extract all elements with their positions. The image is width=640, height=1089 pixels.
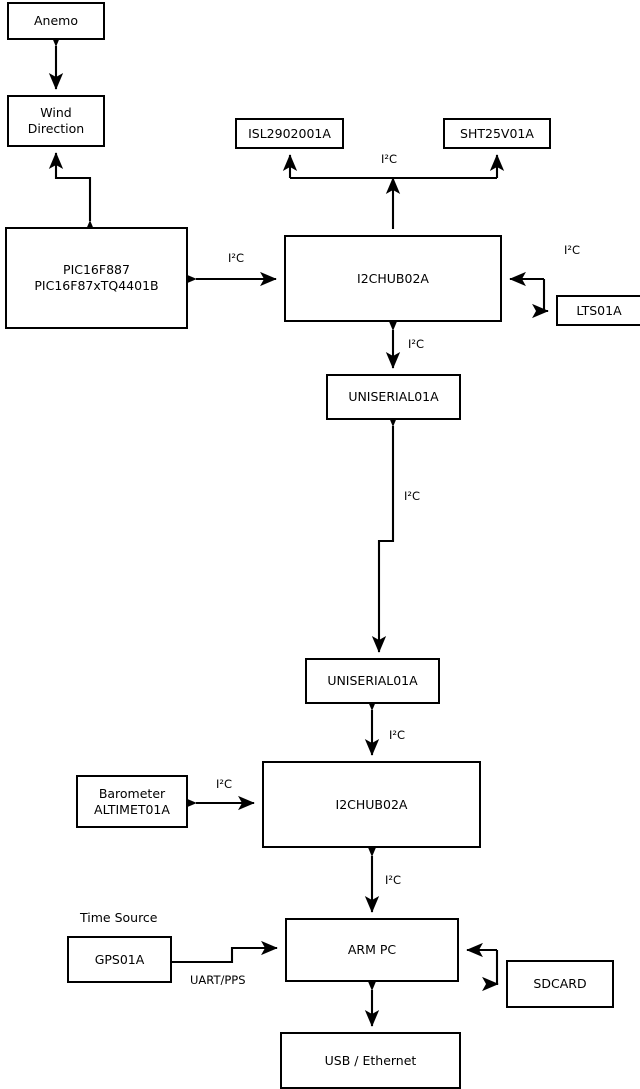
node-barometer-altimet01a[interactable]: Barometer ALTIMET01A [76, 775, 188, 828]
node-pic-microcontroller[interactable]: PIC16F887 PIC16F87xTQ4401B [5, 227, 188, 329]
node-gps01a-label: GPS01A [94, 951, 145, 967]
node-i2chub02a-bottom[interactable]: I2CHUB02A [262, 761, 481, 848]
edge-label-hub2-armpc: I²C [385, 873, 402, 887]
node-arm-pc[interactable]: ARM PC [285, 918, 459, 982]
wire-pic-winddir [48, 152, 98, 237]
edge-label-hub-lts: I²C [564, 243, 581, 257]
node-sdcard-label: SDCARD [533, 976, 587, 991]
node-uniserial01a-lower-label: UNISERIAL01A [327, 673, 418, 688]
node-anemo-label: Anemo [34, 13, 78, 28]
edge-label-gps-armpc: UART/PPS [190, 973, 246, 987]
node-usb-ethernet-label: USB / Ethernet [324, 1052, 417, 1068]
node-barometer-altimet01a-label: Barometer ALTIMET01A [94, 785, 170, 817]
node-i2chub02a-top-label: I2CHUB02A [357, 270, 429, 286]
node-i2chub02a-top[interactable]: I2CHUB02A [284, 235, 502, 322]
wire-gps-armpc [172, 940, 278, 964]
node-usb-ethernet[interactable]: USB / Ethernet [280, 1032, 461, 1089]
node-isl2902001a[interactable]: ISL2902001A [235, 118, 344, 149]
node-i2chub02a-bottom-label: I2CHUB02A [335, 796, 408, 812]
node-uniserial01a-lower[interactable]: UNISERIAL01A [305, 658, 440, 704]
node-uniserial01a-upper-label: UNISERIAL01A [348, 389, 439, 404]
wire-uniserial-link [371, 410, 401, 653]
edge-label-uniserial-link: I²C [404, 489, 421, 503]
node-pic-microcontroller-label: PIC16F887 PIC16F87xTQ4401B [34, 262, 159, 293]
node-wind-direction-label: Wind Direction [27, 105, 85, 136]
node-sdcard[interactable]: SDCARD [506, 960, 614, 1008]
edge-label-barometer-hub2: I²C [216, 777, 233, 791]
node-lts01a-label: LTS01A [576, 302, 622, 318]
wire-armpc-to-sdcard [482, 950, 499, 992]
edge-label-isl-sht-bus: I²C [381, 152, 398, 166]
node-arm-pc-label: ARM PC [347, 942, 397, 957]
edge-label-uniserial-hub2: I²C [389, 728, 406, 742]
node-sht25v01a[interactable]: SHT25V01A [443, 118, 551, 149]
wire-hubtop-to-lts [532, 279, 549, 319]
node-sht25v01a-label: SHT25V01A [460, 125, 534, 141]
edge-label-pic-hub: I²C [228, 251, 245, 265]
node-lts01a[interactable]: LTS01A [556, 295, 640, 326]
node-uniserial01a-upper[interactable]: UNISERIAL01A [326, 374, 461, 420]
node-anemo[interactable]: Anemo [7, 2, 105, 40]
node-gps01a[interactable]: GPS01A [67, 936, 172, 983]
node-isl2902001a-label: ISL2902001A [248, 125, 331, 141]
label-time-source: Time Source [80, 910, 158, 925]
node-wind-direction[interactable]: Wind Direction [7, 95, 105, 147]
edge-label-hub-uniserial: I²C [408, 337, 425, 351]
